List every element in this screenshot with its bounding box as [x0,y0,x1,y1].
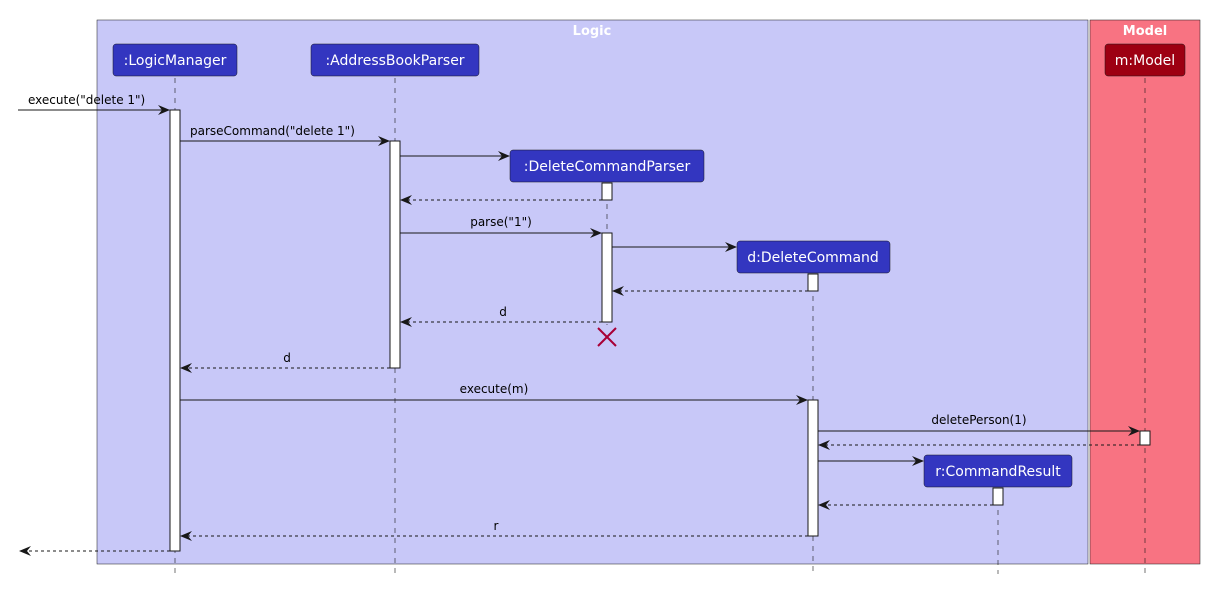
participant-address-book-parser: :AddressBookParser [310,43,480,77]
message-parse-return-label: d [499,305,507,319]
activation-delete-command-parser-create [601,182,613,201]
logic-box-title: Logic [573,24,612,39]
participant-command-result-box [923,454,1073,488]
message-execute-call-label: execute("delete 1") [28,93,145,107]
activation-delete-command-execute [807,399,819,537]
message-result-return-label: r [494,519,499,533]
participant-logic-manager: :LogicManager [112,43,238,77]
logic-box: Logic [96,19,1089,565]
destroy-mark-icon [597,327,617,347]
participant-delete-command-parser: :DeleteCommandParser [509,149,705,183]
activation-logic-manager [169,109,181,552]
participant-logic-manager-label: :LogicManager [124,53,227,69]
participant-delete-command: d:DeleteCommand [736,240,891,274]
activation-bars [169,109,1151,552]
activation-delete-command-parser-parse [601,232,613,323]
message-parse-command-return-label: d [283,351,291,365]
participant-logic-manager-box [112,43,238,77]
participant-address-book-parser-box [310,43,480,77]
participant-delete-command-label: d:DeleteCommand [747,250,879,266]
participant-delete-command-parser-box [509,149,705,183]
messages [18,105,1140,556]
message-delete-person-call-label: deletePerson(1) [931,413,1026,427]
model-box-title: Model [1123,24,1167,39]
message-execute-m-call-label: execute(m) [460,382,529,396]
participant-model: m:Model [1104,43,1186,77]
participant-delete-command-box [736,240,891,274]
participant-model-box [1104,43,1186,77]
participant-delete-command-parser-label: :DeleteCommandParser [524,159,691,175]
message-parse-call-label: parse("1") [470,215,532,229]
activation-delete-command-create [807,273,819,292]
participant-model-label: m:Model [1115,53,1175,69]
logic-box-background [96,19,1089,565]
activation-command-result [992,487,1004,506]
participant-address-book-parser-label: :AddressBookParser [325,53,464,69]
activation-model [1139,430,1151,446]
message-parse-command-call-label: parseCommand("delete 1") [190,124,355,138]
participant-command-result-label: r:CommandResult [935,464,1061,480]
participant-command-result: r:CommandResult [923,454,1073,488]
activation-address-book-parser [389,140,401,369]
